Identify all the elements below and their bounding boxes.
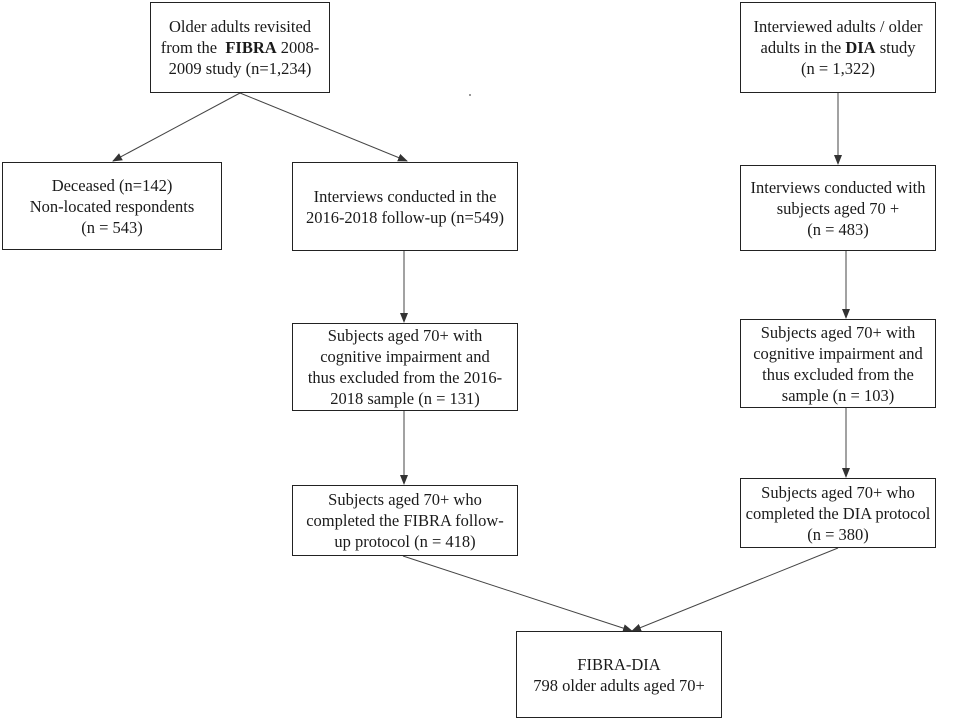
arrow-fibra-to-interviews — [239, 92, 408, 162]
box-text-line: Subjects aged 70+ with — [327, 326, 483, 345]
box-text-line: Non-located respondents — [29, 196, 195, 216]
box-text-line: (n = 483) — [807, 219, 869, 239]
box-text-line: subjects aged 70 + — [776, 198, 900, 218]
text-fragment: from the — [160, 38, 218, 57]
box-text-line: Subjects aged 70+ who — [328, 490, 482, 509]
box-fibra-excluded: Subjects aged 70+ with cognitive impairm… — [292, 323, 518, 411]
box-text-line: 2009 study (n=1,234) — [168, 59, 312, 78]
box-text-line: adults in the DIA study — [761, 37, 916, 58]
box-dia-interviewed: Interviewed adults / older adults in the… — [740, 2, 936, 93]
box-text-line: Subjects aged 70+ who — [761, 482, 915, 502]
box-text-line: cognitive impairment and — [320, 347, 490, 366]
box-text-line: sample (n = 103) — [781, 385, 895, 405]
box-text-line: up protocol (n = 418) — [334, 532, 476, 551]
box-dia-excluded: Subjects aged 70+ with cognitive impairm… — [740, 319, 936, 408]
arrow-fibra-to-deceased — [112, 92, 241, 162]
box-text-line: cognitive impairment and — [753, 343, 923, 363]
box-text-line: Subjects aged 70+ with — [760, 322, 916, 342]
box-text-line: (n = 543) — [81, 217, 143, 237]
box-text-line: (n = 380) — [807, 524, 869, 544]
arrow-dia-completed-to-fibra-dia — [631, 547, 839, 632]
text-fragment: 2008- — [280, 38, 320, 57]
box-text-line: Interviewed adults / older — [753, 17, 923, 36]
box-text-line: (n = 1,322) — [801, 59, 875, 78]
study-name-bold: FIBRA — [225, 38, 277, 57]
box-dia-completed: Subjects aged 70+ who completed the DIA … — [740, 478, 936, 548]
box-text-line: thus excluded from the 2016- — [307, 368, 503, 387]
stray-dot — [469, 94, 471, 96]
box-text-line: 798 older adults aged 70+ — [533, 675, 705, 695]
box-text-line: Interviews conducted in the — [313, 186, 497, 206]
box-text-line: completed the DIA protocol — [745, 503, 931, 523]
box-text-line: from the FIBRA 2008- — [161, 37, 320, 58]
text-fragment: study — [879, 38, 916, 57]
box-text-line: Deceased (n=142) — [51, 175, 173, 195]
arrow-fibra-completed-to-fibra-dia — [402, 555, 633, 633]
box-text-line: 2016-2018 follow-up (n=549) — [305, 207, 505, 227]
box-dia-interviews: Interviews conducted with subjects aged … — [740, 165, 936, 251]
box-fibra-dia: FIBRA-DIA 798 older adults aged 70+ — [516, 631, 722, 718]
box-fibra-interviews: Interviews conducted in the 2016-2018 fo… — [292, 162, 518, 251]
box-text-line: Older adults revisited — [168, 17, 312, 36]
text-fragment: adults in the — [760, 38, 842, 57]
box-text-line: FIBRA-DIA — [577, 654, 661, 674]
box-text-line: completed the FIBRA follow- — [306, 511, 504, 530]
box-text-line: thus excluded from the — [762, 364, 914, 384]
box-deceased: Deceased (n=142) Non-located respondents… — [2, 162, 222, 250]
box-fibra-completed: Subjects aged 70+ who completed the FIBR… — [292, 485, 518, 556]
box-text-line: 2018 sample (n = 131) — [330, 389, 480, 408]
box-fibra-revisited: Older adults revisited from the FIBRA 20… — [150, 2, 330, 93]
box-text-line: Interviews conducted with — [750, 177, 926, 197]
study-name-bold: DIA — [845, 38, 876, 57]
